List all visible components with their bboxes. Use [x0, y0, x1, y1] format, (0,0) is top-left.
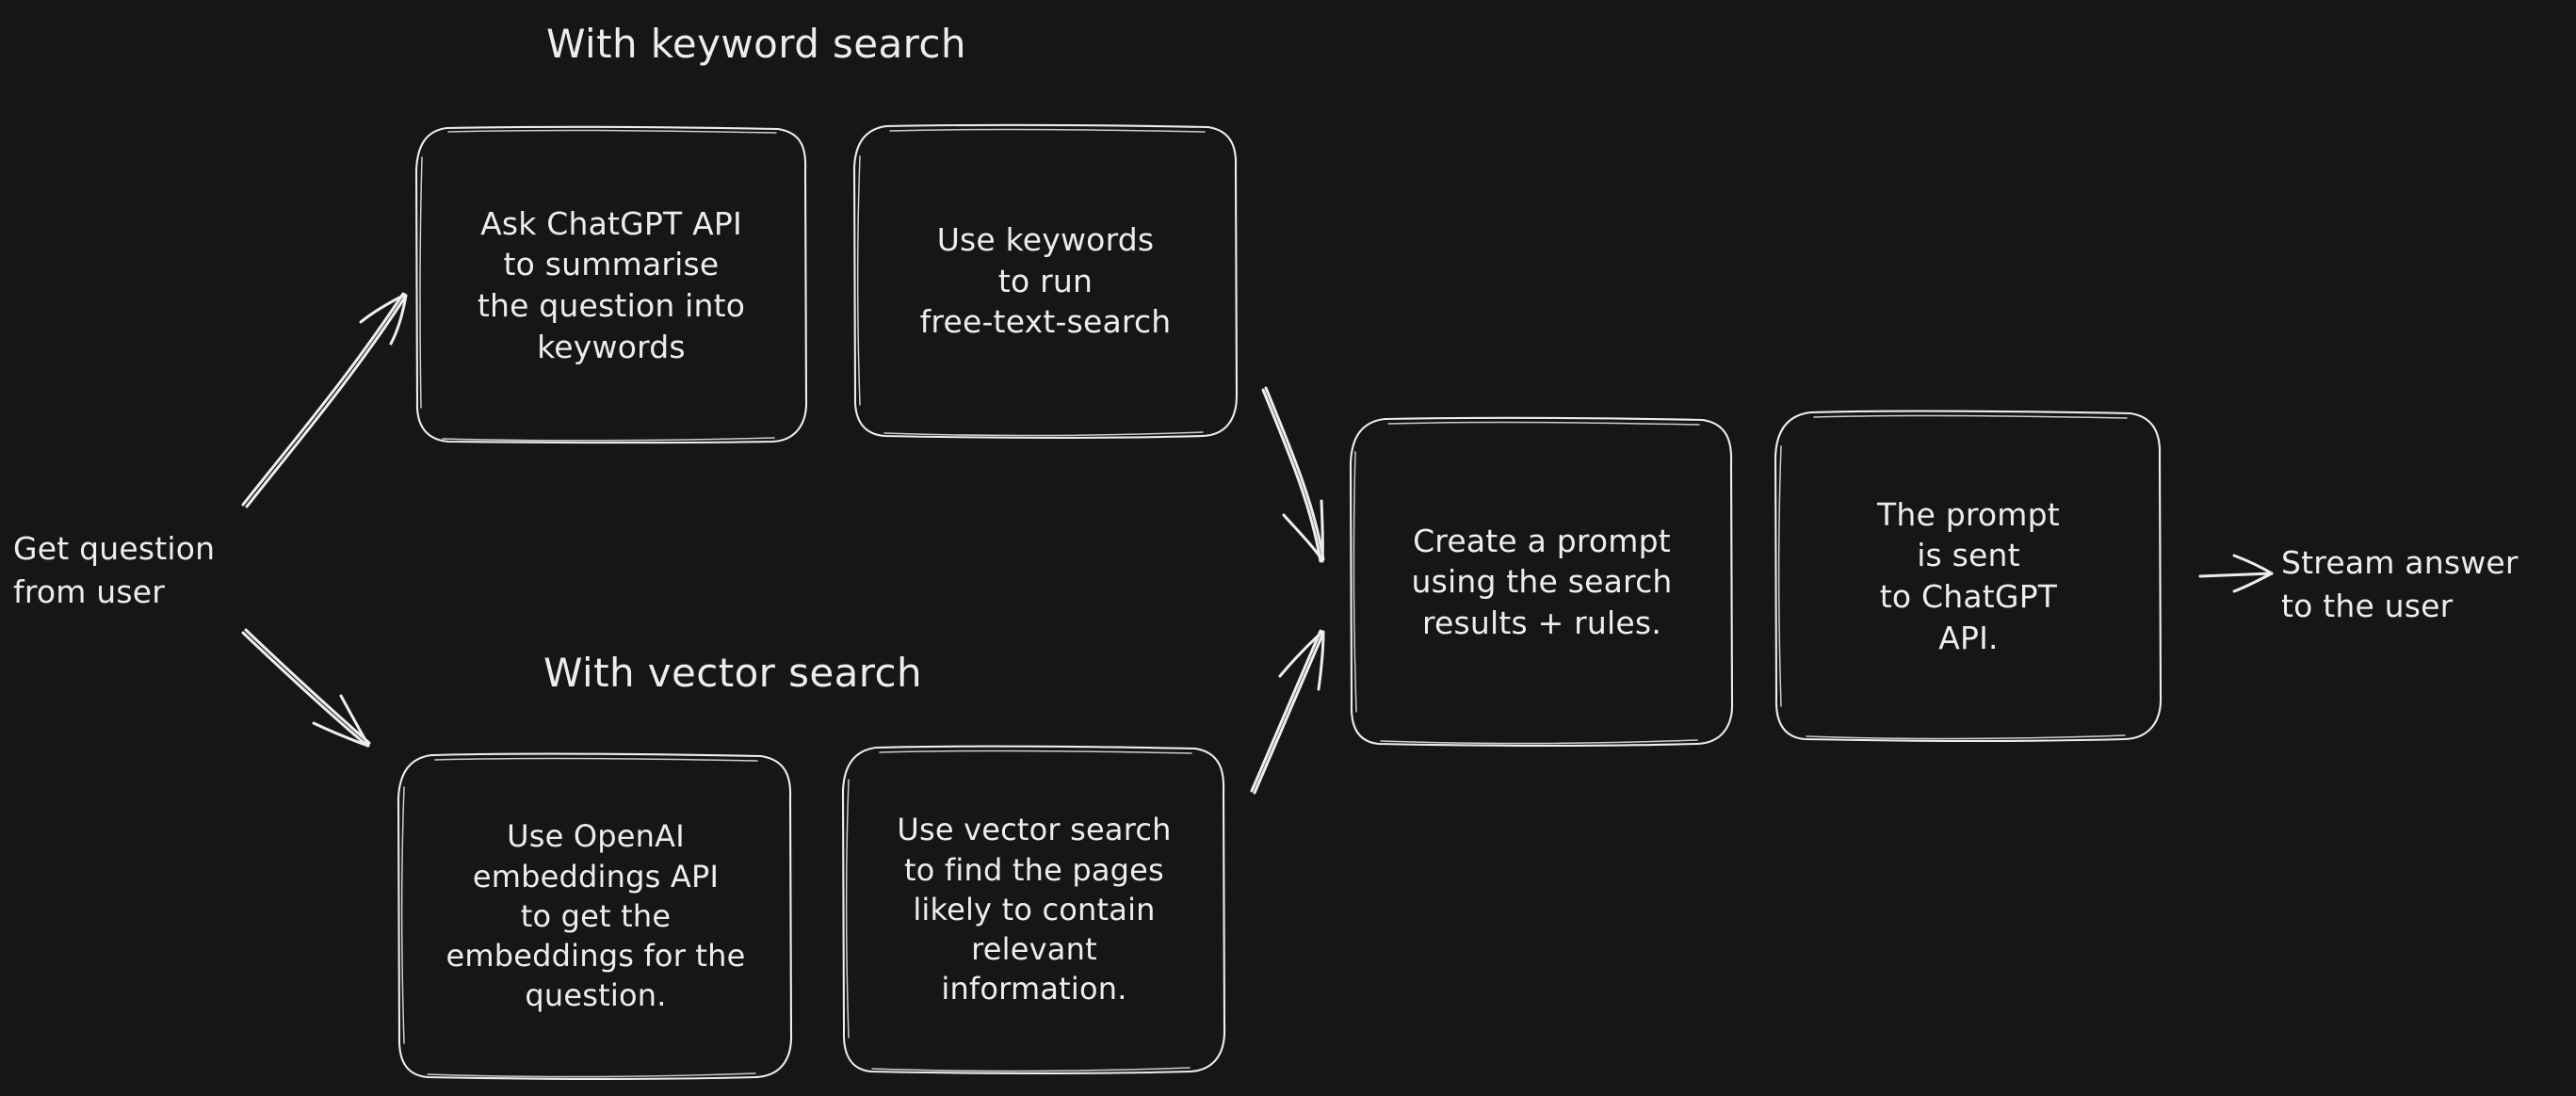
node-label: Ask ChatGPT API to summarise the questio…	[477, 204, 746, 365]
entry-label-get-question-from-user: Get question from user	[13, 530, 216, 610]
heading-with-keyword-search: With keyword search	[546, 21, 966, 67]
node-free-text-search[interactable]: Use keywords to run free-text-search	[852, 122, 1239, 440]
node-send-prompt[interactable]: The prompt is sent to ChatGPT API.	[1773, 409, 2164, 744]
node-get-embeddings[interactable]: Use OpenAI embeddings API to get the emb…	[396, 751, 796, 1081]
exit-label-stream-answer-to-user: Stream answer to the user	[2281, 544, 2519, 624]
heading-with-vector-search: With vector search	[543, 650, 922, 696]
arrow-entry-to-vector-track	[241, 628, 371, 748]
node-create-prompt[interactable]: Create a prompt using the search results…	[1349, 416, 1735, 748]
node-label: The prompt is sent to ChatGPT API.	[1877, 495, 2060, 656]
node-label: Use vector search to find the pages like…	[897, 812, 1172, 1007]
node-label: Use OpenAI embeddings API to get the emb…	[446, 818, 746, 1014]
node-vector-search[interactable]: Use vector search to find the pages like…	[841, 744, 1227, 1075]
arrow-vector-track-to-create-prompt	[1250, 629, 1325, 795]
arrow-entry-to-keyword-track	[241, 292, 408, 508]
arrow-send-prompt-to-stream	[2198, 554, 2274, 593]
arrow-keyword-track-to-create-prompt	[1261, 386, 1325, 563]
node-label: Use keywords to run free-text-search	[919, 221, 1172, 341]
node-summarise-keywords[interactable]: Ask ChatGPT API to summarise the questio…	[414, 125, 808, 445]
node-label: Create a prompt using the search results…	[1411, 522, 1673, 641]
